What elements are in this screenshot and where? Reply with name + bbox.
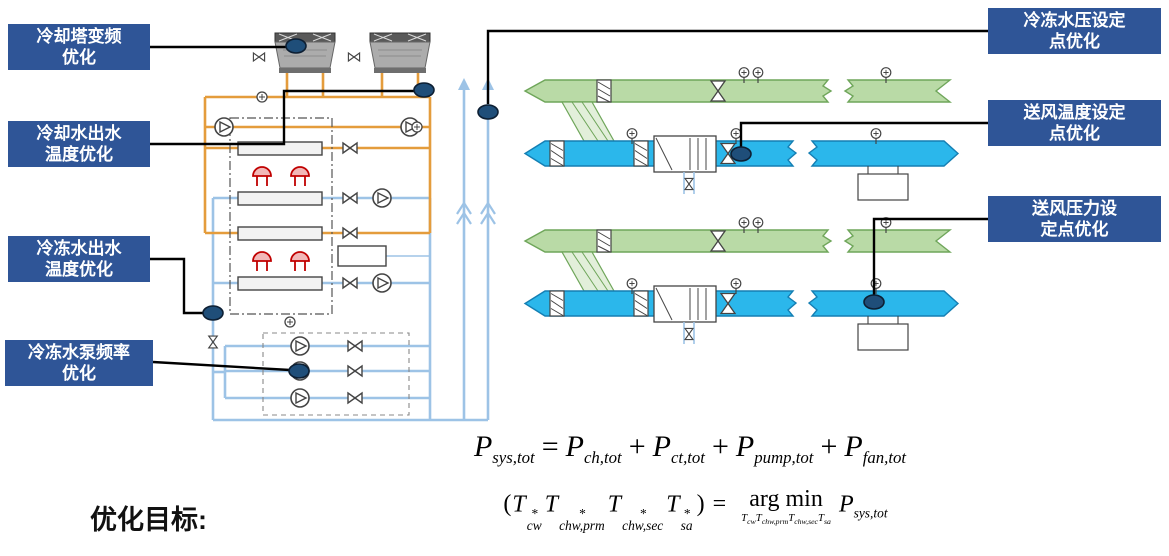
valve-icon (347, 52, 361, 62)
math-subscript: cw (526, 518, 542, 534)
math-term: T (544, 491, 559, 518)
math-term: T (788, 512, 795, 524)
ahu-row-bottom (525, 218, 958, 350)
objective-heading: 优化目标: (90, 505, 207, 535)
callout-supply-air-pressure-setpoint: 送风压力设 定点优化 (988, 196, 1161, 242)
argmin-subscript: TcwTchw,prmTchw,secTsa (741, 513, 831, 526)
callout-label: 送风压力设 定点优化 (1032, 198, 1117, 239)
math-term: T (607, 491, 622, 518)
expansion-tank (337, 245, 387, 267)
callout-chw-pump-frequency: 冷冻水泵频率 优化 (5, 340, 153, 386)
math-subscript: sys,tot (492, 448, 535, 467)
math-term: P (473, 430, 493, 463)
math-term: T (818, 512, 825, 524)
callout-chilled-water-temp: 冷冻水出水 温度优化 (8, 236, 150, 282)
callout-label: 冷冻水泵频率 优化 (28, 342, 130, 383)
math-subscript: cw (747, 517, 756, 527)
callout-label: 冷冻水出水 温度优化 (36, 238, 122, 279)
math-operator: + (628, 430, 646, 463)
math-subscript: chw,sec (622, 518, 664, 534)
callout-condenser-water-temp: 冷却水出水 温度优化 (8, 121, 150, 167)
math-subscript: pump,tot (754, 448, 814, 467)
math-paren: ( (503, 491, 512, 518)
math-paren: ) (696, 491, 705, 518)
math-term: T (741, 512, 748, 524)
callout-label: 冷却塔变频 优化 (36, 26, 122, 67)
math-subscript: sa (824, 517, 831, 527)
math-term: P (565, 430, 584, 463)
chilled-water-loop (211, 82, 490, 422)
math-term: P (838, 491, 854, 518)
pumps (214, 117, 420, 408)
callout-chw-pressure-setpoint: 冷冻水压设定 点优化 (988, 8, 1161, 54)
valve-icon (252, 52, 266, 62)
math-subscript: ch,tot (583, 448, 622, 467)
math-subscript: ct,tot (670, 448, 705, 467)
math-subscript: chw,prm (761, 517, 789, 527)
math-term: T (512, 491, 526, 518)
math-subscript: chw,prm (559, 518, 605, 534)
math-subscript: chw,sec (794, 517, 819, 527)
math-operator: = (712, 491, 727, 518)
cooling-tower-2 (369, 32, 431, 74)
valves (208, 142, 363, 404)
callout-label: 冷却水出水 温度优化 (36, 123, 122, 164)
measurement-point-markers (202, 38, 885, 379)
chiller-unit-1 (237, 141, 323, 206)
math-term: P (844, 430, 863, 463)
math-superscript: * (683, 506, 690, 522)
math-term: T (666, 491, 680, 518)
chiller-boundary (229, 117, 333, 315)
formula-total-power: Psys,tot=Pch,tot+Pct,tot+Ppump,tot+Pfan,… (400, 430, 980, 468)
math-subscript: fan,tot (862, 448, 907, 467)
math-term: T (755, 512, 762, 524)
math-superscript: * (530, 506, 538, 522)
callout-label: 送风温度设定 点优化 (1023, 102, 1126, 143)
callout-lines (150, 29, 988, 372)
callout-cooling-tower-vfd: 冷却塔变频 优化 (8, 24, 150, 70)
math-superscript: * (578, 506, 586, 522)
math-subscript: sys,tot (853, 505, 888, 521)
math-superscript: * (639, 506, 647, 522)
condenser-water-loop (203, 72, 432, 235)
math-term: P (735, 430, 755, 463)
callout-supply-air-temp-setpoint: 送风温度设定 点优化 (988, 100, 1161, 146)
math-term: P (652, 430, 671, 463)
math-operator: + (711, 430, 729, 463)
math-subscript: sa (680, 518, 693, 534)
pump-group-boundary (262, 332, 410, 416)
math-operator: = (541, 430, 559, 463)
callout-label: 冷冻水压设定 点优化 (1023, 10, 1126, 51)
cooling-tower-1 (274, 32, 336, 74)
math-operator: + (820, 430, 838, 463)
chiller-unit-2 (237, 226, 323, 291)
math-operator: arg min (749, 486, 823, 512)
